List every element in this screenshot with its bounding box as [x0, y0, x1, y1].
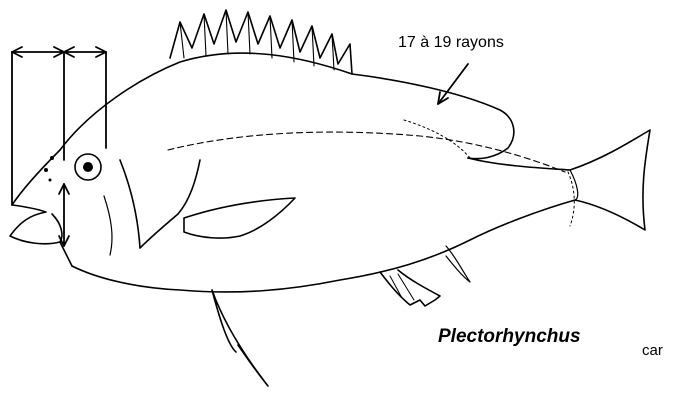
anal-fin — [380, 270, 440, 306]
fish-body-outline — [60, 53, 650, 292]
snout-mouth — [10, 150, 62, 244]
soft-dorsal-fin — [352, 74, 514, 159]
pectoral-fin — [184, 198, 295, 238]
pelvic-fin — [212, 290, 268, 386]
operculum — [120, 160, 200, 248]
rays-count-label: 17 à 19 rayons — [398, 34, 504, 52]
genus-name-label: Plectorhynchus — [438, 326, 581, 348]
species-fragment-label: car — [642, 342, 663, 359]
rays-arrow — [438, 64, 468, 104]
spiny-dorsal-fin — [170, 10, 352, 74]
lateral-line — [168, 132, 565, 172]
head-measurement-marks — [12, 47, 106, 246]
